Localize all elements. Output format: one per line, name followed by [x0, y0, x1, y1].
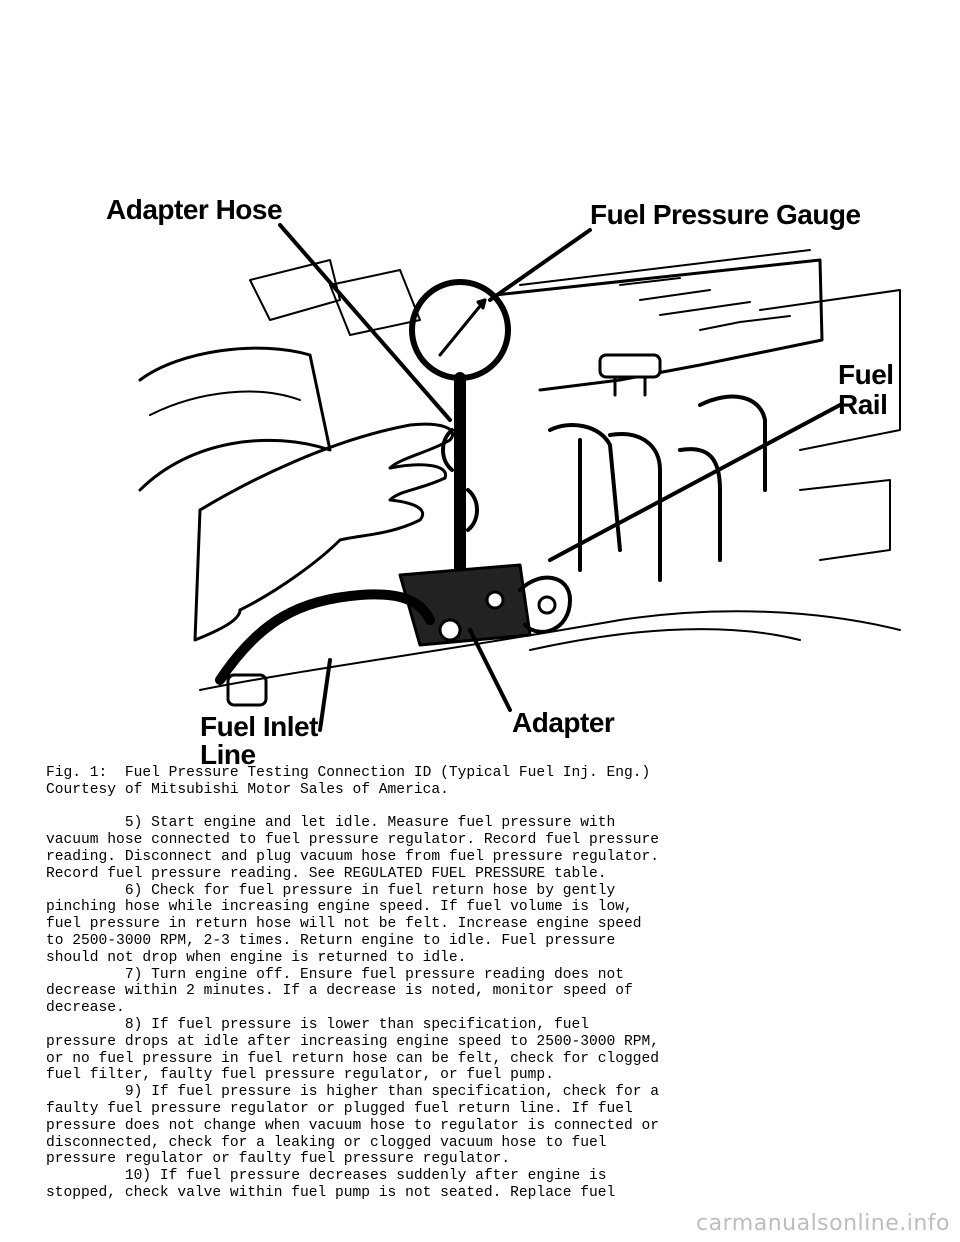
body-line: 6) Check for fuel pressure in fuel retur…: [46, 882, 616, 899]
regulator: [518, 575, 572, 634]
procedure-text: Fig. 1: Fuel Pressure Testing Connection…: [46, 765, 746, 1202]
callout-fuel-rail-line2: Rail: [838, 389, 888, 420]
leader-fuel-rail: [548, 403, 842, 562]
body-line: or no fuel pressure in fuel return hose …: [46, 1050, 660, 1067]
callout-fuel-rail-line1: Fuel: [838, 359, 894, 390]
hand: [198, 422, 454, 612]
body-line: pinching hose while increasing engine sp…: [46, 899, 633, 916]
body-line: 9) If fuel pressure is higher than speci…: [46, 1084, 660, 1101]
fuel-rail-pipes: [548, 423, 722, 582]
leader-fuel-inlet: [318, 658, 332, 732]
callout-adapter-hose: Adapter Hose: [106, 194, 283, 225]
body-line: stopped, check valve within fuel pump is…: [46, 1184, 616, 1201]
leader-adapter-hose: [278, 223, 452, 422]
fuel-pressure-test-illustration: [100, 190, 920, 765]
body-line: decrease.: [46, 1000, 125, 1017]
body-line: 7) Turn engine off. Ensure fuel pressure…: [46, 966, 625, 983]
engine-cover-ribs: [699, 315, 791, 331]
body-line: 8) If fuel pressure is lower than specif…: [46, 1016, 589, 1033]
body-line: decrease within 2 minutes. If a decrease…: [46, 983, 633, 1000]
callout-fuel-pressure-gauge: Fuel Pressure Gauge: [590, 199, 861, 230]
body-line: should not drop when engine is returned …: [46, 949, 467, 966]
body-line: Record fuel pressure reading. See REGULA…: [46, 865, 607, 882]
body-line: 10) If fuel pressure decreases suddenly …: [46, 1168, 607, 1185]
body-line: fuel pressure in return hose will not be…: [46, 916, 642, 933]
body-line: pressure drops at idle after increasing …: [46, 1033, 660, 1050]
body-line: 5) Start engine and let idle. Measure fu…: [46, 815, 616, 832]
leader-adapter: [468, 628, 512, 712]
leader-gauge: [488, 228, 592, 302]
body-line: to 2500-3000 RPM, 2-3 times. Return engi…: [46, 932, 616, 949]
fuel-inlet-hose: [215, 589, 435, 685]
intake-tube: [138, 346, 332, 492]
callout-adapter: Adapter: [512, 707, 615, 738]
engine-cover: [493, 258, 824, 392]
figure-caption: Fig. 1: Fuel Pressure Testing Connection…: [46, 765, 651, 781]
body-line: pressure regulator or faulty fuel pressu…: [46, 1151, 511, 1168]
figure-courtesy: Courtesy of Mitsubishi Motor Sales of Am…: [46, 781, 449, 798]
filler-cap: [598, 353, 662, 379]
body-line: disconnected, check for a leaking or clo…: [46, 1134, 607, 1151]
body-line: reading. Disconnect and plug vacuum hose…: [46, 848, 660, 865]
body-line: [46, 799, 746, 816]
body-line: pressure does not change when vacuum hos…: [46, 1117, 660, 1134]
callout-fuel-inlet-line2: Line: [200, 739, 256, 770]
callout-fuel-inlet-line1: Fuel Inlet: [200, 711, 318, 742]
body-line: fuel filter, faulty fuel pressure regula…: [46, 1067, 554, 1084]
body-line: faulty fuel pressure regulator or plugge…: [46, 1100, 633, 1117]
inlet-fitting: [226, 673, 268, 707]
body-line: vacuum hose connected to fuel pressure r…: [46, 832, 660, 849]
watermark: carmanualsonline.info: [696, 1211, 950, 1236]
gauge-needle: [438, 298, 487, 357]
